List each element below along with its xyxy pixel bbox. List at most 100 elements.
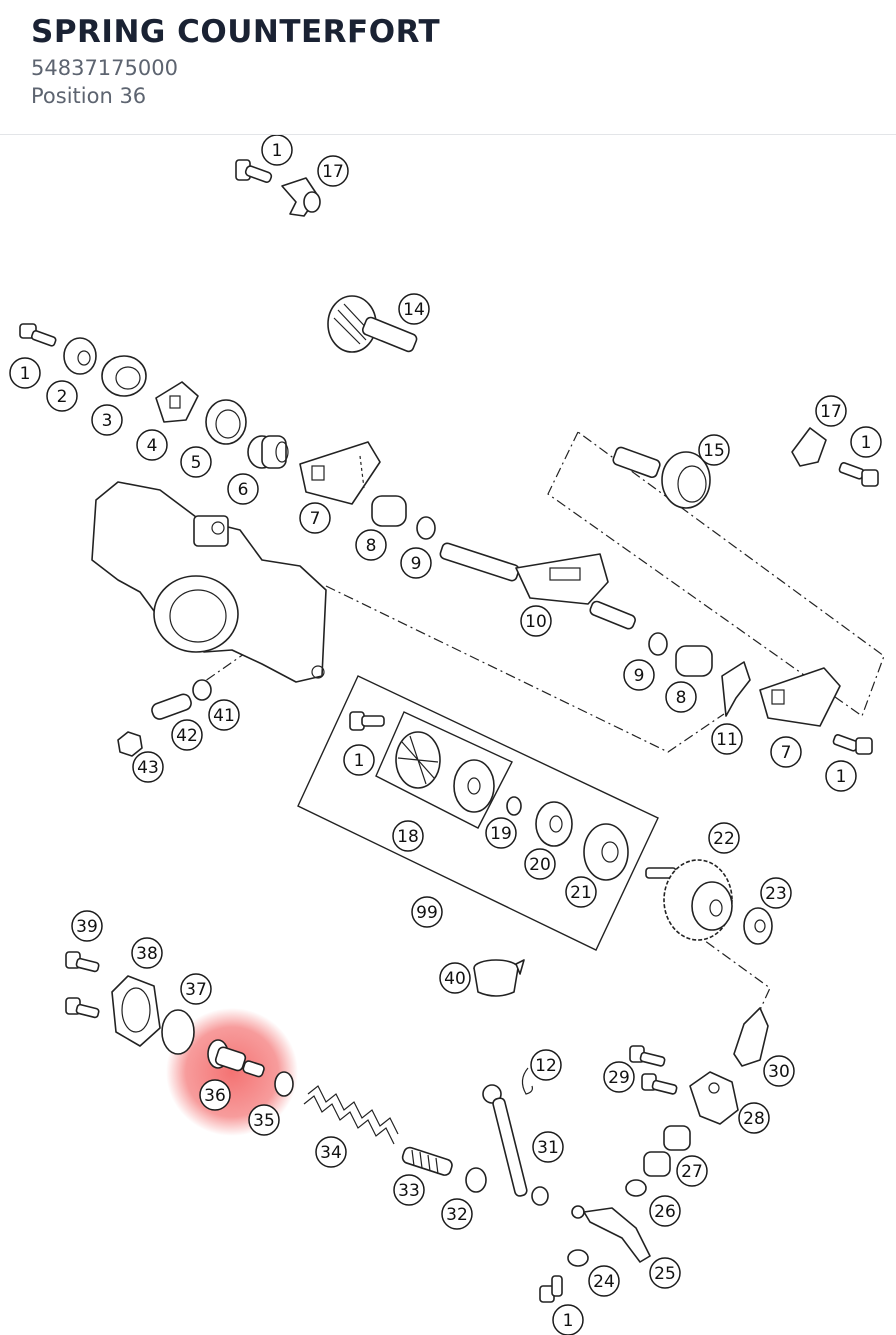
callout-25[interactable]: 25 — [649, 1257, 681, 1289]
callout-42[interactable]: 42 — [171, 719, 203, 751]
callout-label: 10 — [525, 612, 547, 632]
lever-11 — [721, 661, 751, 717]
callout-38[interactable]: 38 — [131, 937, 163, 969]
callout-circle — [649, 1257, 681, 1289]
callout-label: 43 — [137, 758, 159, 778]
leader-41 — [197, 639, 265, 687]
callout-circle — [261, 135, 293, 166]
callout-10[interactable]: 10 — [520, 605, 552, 637]
callout-21[interactable]: 21 — [565, 876, 597, 908]
callout-circle — [665, 681, 697, 713]
callout-41[interactable]: 41 — [208, 699, 240, 731]
callout-39[interactable]: 39 — [71, 910, 103, 942]
callout-1[interactable]: 1 — [825, 760, 857, 792]
callout-1[interactable]: 1 — [850, 426, 882, 458]
callout-circle — [46, 380, 78, 412]
shaft-15 — [612, 446, 711, 509]
callout-circle — [603, 1061, 635, 1093]
callout-3[interactable]: 3 — [91, 404, 123, 436]
callout-label: 17 — [820, 402, 842, 422]
callout-circle — [763, 1055, 795, 1087]
callout-circle — [441, 1198, 473, 1230]
callout-15[interactable]: 15 — [698, 434, 730, 466]
callout-19[interactable]: 19 — [485, 817, 517, 849]
callout-24[interactable]: 24 — [588, 1265, 620, 1297]
callout-circle — [825, 760, 857, 792]
callout-23[interactable]: 23 — [760, 877, 792, 909]
callout-22[interactable]: 22 — [708, 822, 740, 854]
leader-10-11 — [325, 585, 725, 753]
callout-99[interactable]: 99 — [411, 896, 443, 928]
callout-circle — [343, 744, 375, 776]
callout-circle — [400, 547, 432, 579]
callout-29[interactable]: 29 — [603, 1061, 635, 1093]
callout-circle — [738, 1102, 770, 1134]
callout-label: 1 — [836, 767, 847, 787]
washer-9-mid — [648, 632, 668, 656]
callout-label: 7 — [781, 743, 792, 763]
callout-circle — [588, 1265, 620, 1297]
callout-circle — [770, 736, 802, 768]
callout-28[interactable]: 28 — [738, 1102, 770, 1134]
callout-label: 14 — [403, 300, 425, 320]
callout-40[interactable]: 40 — [439, 962, 471, 994]
callout-circle — [708, 822, 740, 854]
callout-35[interactable]: 35 — [248, 1104, 280, 1136]
callout-6[interactable]: 6 — [227, 473, 259, 505]
callout-label: 17 — [322, 162, 344, 182]
plate-4 — [155, 381, 199, 423]
callout-37[interactable]: 37 — [180, 973, 212, 1005]
callout-circle — [199, 1079, 231, 1111]
callout-circle — [315, 1136, 347, 1168]
callout-9[interactable]: 9 — [400, 547, 432, 579]
callout-8[interactable]: 8 — [665, 681, 697, 713]
callout-1[interactable]: 1 — [343, 744, 375, 776]
callout-circle — [392, 820, 424, 852]
callout-20[interactable]: 20 — [524, 848, 556, 880]
washer-26 — [625, 1179, 647, 1197]
callout-17[interactable]: 17 — [317, 155, 349, 187]
callout-label: 11 — [716, 730, 738, 750]
callout-32[interactable]: 32 — [441, 1198, 473, 1230]
callout-17[interactable]: 17 — [815, 395, 847, 427]
callout-1[interactable]: 1 — [552, 1304, 584, 1335]
callout-label: 1 — [20, 364, 31, 384]
callout-5[interactable]: 5 — [180, 446, 212, 478]
bushing-8-mid — [675, 645, 713, 677]
callout-26[interactable]: 26 — [649, 1195, 681, 1227]
callout-label: 4 — [147, 436, 158, 456]
washer-19 — [506, 796, 522, 816]
callout-36[interactable]: 36 — [199, 1079, 231, 1111]
callout-18[interactable]: 18 — [392, 820, 424, 852]
callout-label: 7 — [310, 509, 321, 529]
bracket-17-top — [281, 177, 321, 217]
callout-31[interactable]: 31 — [532, 1131, 564, 1163]
callout-27[interactable]: 27 — [676, 1155, 708, 1187]
callout-14[interactable]: 14 — [398, 293, 430, 325]
callout-8[interactable]: 8 — [355, 529, 387, 561]
flange-38 — [111, 975, 161, 1047]
callout-33[interactable]: 33 — [393, 1174, 425, 1206]
callout-1[interactable]: 1 — [9, 357, 41, 389]
callout-30[interactable]: 30 — [763, 1055, 795, 1087]
bolt-1-box — [349, 711, 385, 731]
callout-2[interactable]: 2 — [46, 380, 78, 412]
callout-label: 20 — [529, 855, 551, 875]
impeller-18 — [395, 731, 495, 813]
callout-7[interactable]: 7 — [299, 502, 331, 534]
housing-28 — [689, 1071, 739, 1125]
callout-4[interactable]: 4 — [136, 429, 168, 461]
callout-circle — [71, 910, 103, 942]
callout-11[interactable]: 11 — [711, 723, 743, 755]
callout-label: 40 — [444, 969, 466, 989]
bolts-39 — [65, 951, 100, 1019]
callout-7[interactable]: 7 — [770, 736, 802, 768]
callout-9[interactable]: 9 — [623, 659, 655, 691]
group-box-18 — [375, 711, 513, 829]
callout-1[interactable]: 1 — [261, 135, 293, 166]
callout-12[interactable]: 12 — [530, 1049, 562, 1081]
callout-label: 23 — [765, 884, 787, 904]
callout-43[interactable]: 43 — [132, 751, 164, 783]
callout-34[interactable]: 34 — [315, 1136, 347, 1168]
callout-label: 38 — [136, 944, 158, 964]
